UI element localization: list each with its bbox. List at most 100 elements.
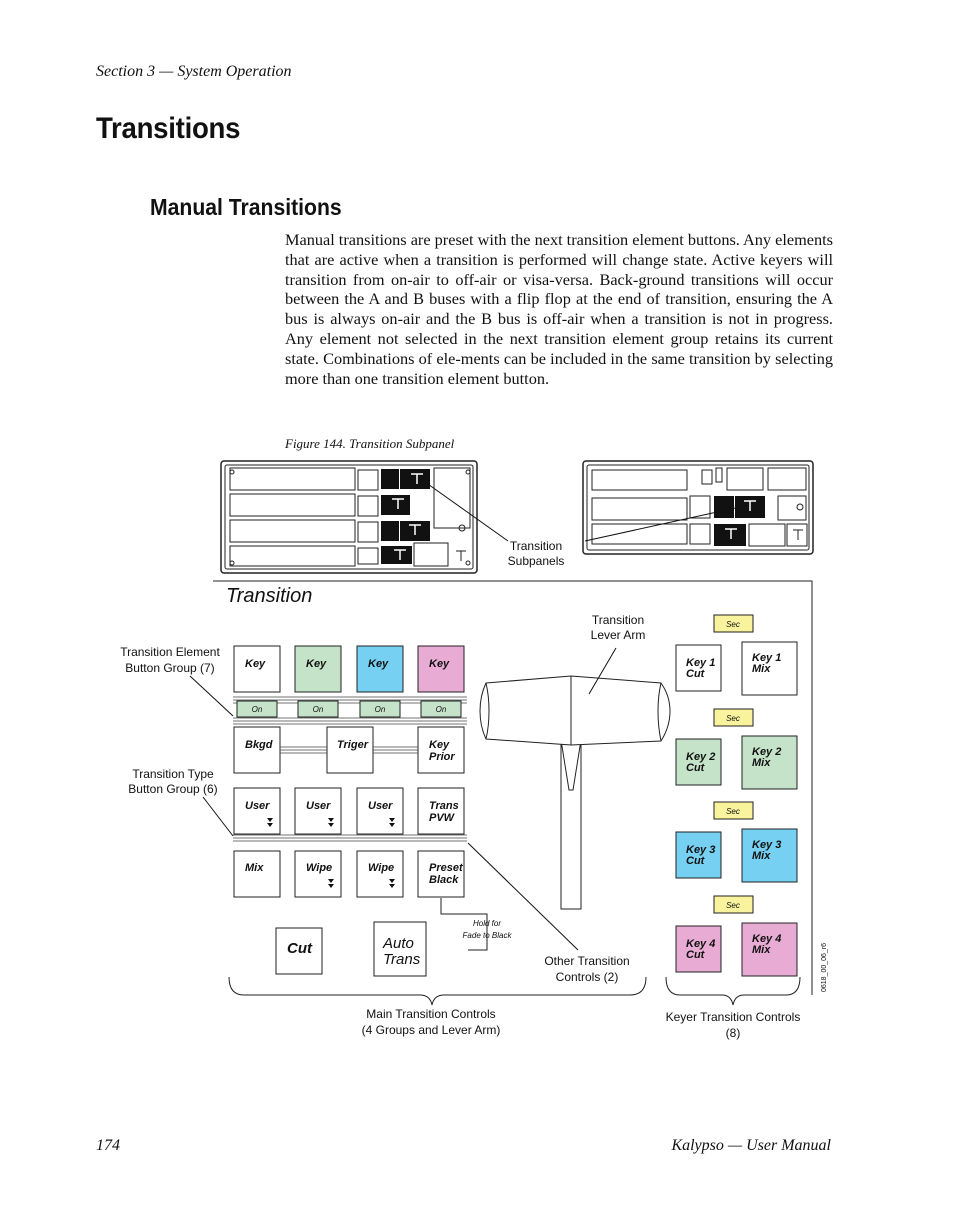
user-label-2: User: [306, 800, 331, 812]
key3-cut-label-2: Cut: [686, 855, 706, 867]
key2-mix-label-1: Key 2: [752, 746, 781, 758]
key3-cut-label-1: Key 3: [686, 844, 715, 856]
sec-indicator-2: [713, 708, 754, 727]
chevron-down-icon: [328, 879, 334, 888]
sec-indicator-1: [713, 614, 754, 633]
manual-title: Kalypso — User Manual: [671, 1137, 831, 1154]
key2-mix-button[interactable]: [741, 735, 798, 790]
on-indicator-2: [297, 700, 339, 718]
key4-mix-button[interactable]: [741, 922, 798, 977]
on-label-3: On: [375, 705, 386, 714]
chevron-down-icon: [389, 818, 395, 827]
callout-type-2: Button Group (6): [128, 782, 217, 796]
panel-title: Transition: [226, 585, 312, 607]
callout-element-1: Transition Element: [120, 645, 220, 659]
user-button-2[interactable]: [294, 787, 342, 835]
callout-main-2: (4 Groups and Lever Arm): [362, 1023, 501, 1037]
key4-cut-button[interactable]: [675, 925, 722, 973]
body-paragraph: Manual transitions are preset with the n…: [285, 230, 834, 388]
callout-other-1: Other Transition: [544, 954, 629, 968]
auto-trans-button[interactable]: [373, 921, 427, 977]
key4-cut-label-2: Cut: [686, 949, 706, 961]
on-label-4: On: [436, 705, 447, 714]
user-label-3: User: [368, 800, 393, 812]
key2-cut-button[interactable]: [675, 738, 722, 786]
callout-other-2: Controls (2): [556, 970, 619, 984]
sec-label-3: Sec: [726, 807, 740, 816]
callout-keyer-1: Keyer Transition Controls: [666, 1010, 801, 1024]
user-button-1[interactable]: [233, 787, 281, 835]
key-prior-label-2: Prior: [429, 751, 455, 763]
user-button-3[interactable]: [356, 787, 404, 835]
chevron-down-icon: [389, 879, 395, 888]
key1-mix-label-2: Mix: [752, 663, 771, 675]
hold-label-2: Fade to Black: [463, 931, 513, 940]
panel-overview-right: [582, 460, 814, 555]
key-button-2[interactable]: [294, 645, 342, 693]
key2-cut-label-1: Key 2: [686, 751, 715, 763]
key-prior-label-1: Key: [429, 739, 450, 751]
callout-keyer-2: (8): [726, 1026, 741, 1040]
key4-cut-label-1: Key 4: [686, 938, 715, 950]
preset-black-button[interactable]: [417, 850, 465, 898]
page-number: 174: [96, 1137, 120, 1154]
page-title: Transitions: [96, 112, 241, 145]
sec-label-1: Sec: [726, 620, 740, 629]
sec-label-4: Sec: [726, 901, 740, 910]
chevron-down-icon: [328, 818, 334, 827]
figure-caption: Figure 144. Transition Subpanel: [285, 436, 455, 451]
panel-overview-left: [220, 460, 478, 574]
chevron-down-icon: [267, 818, 273, 827]
lever-arm[interactable]: [479, 675, 671, 910]
key-prior-button[interactable]: [417, 726, 465, 774]
callout-main-1: Main Transition Controls: [366, 1007, 495, 1021]
sec-indicator-4: [713, 895, 754, 914]
trans-pvw-button[interactable]: [417, 787, 465, 835]
key-button-3[interactable]: [356, 645, 404, 693]
key-label-1: Key: [245, 658, 266, 670]
triger-button[interactable]: [326, 726, 374, 774]
callout-type-1: Transition Type: [132, 767, 214, 781]
on-indicator-4: [420, 700, 462, 718]
wipe-label-1: Wipe: [306, 862, 332, 874]
hold-label-1: Hold for: [473, 919, 501, 928]
section-title: Manual Transitions: [150, 194, 342, 220]
preset-black-label-1: Preset: [429, 862, 464, 874]
sec-indicator-3: [713, 801, 754, 820]
key4-mix-label-1: Key 4: [752, 933, 781, 945]
sec-label-2: Sec: [726, 714, 740, 723]
trans-pvw-label-1: Trans: [429, 800, 459, 812]
key2-cut-label-2: Cut: [686, 762, 706, 774]
cut-label: Cut: [287, 940, 313, 957]
on-indicator-3: [359, 700, 401, 718]
callout-subpanels-2: Subpanels: [508, 554, 565, 568]
on-label-2: On: [313, 705, 324, 714]
callout-lever-1: Transition: [592, 613, 644, 627]
cut-button[interactable]: [275, 927, 323, 975]
key-label-4: Key: [429, 658, 450, 670]
key3-cut-button[interactable]: [675, 831, 722, 879]
on-indicator-1: [236, 700, 278, 718]
key-button-4[interactable]: [417, 645, 465, 693]
user-label-1: User: [245, 800, 270, 812]
key1-mix-button[interactable]: [741, 641, 798, 696]
wipe-button-2[interactable]: [356, 850, 404, 898]
auto-trans-label-2: Trans: [383, 951, 421, 968]
key1-cut-button[interactable]: [675, 644, 722, 692]
key3-mix-button[interactable]: [741, 828, 798, 883]
preset-black-label-2: Black: [429, 874, 459, 886]
mix-button[interactable]: [233, 850, 281, 898]
on-label-1: On: [252, 705, 263, 714]
key-label-2: Key: [306, 658, 327, 670]
wipe-button-1[interactable]: [294, 850, 342, 898]
auto-trans-label-1: Auto: [382, 935, 414, 952]
bkgd-button[interactable]: [233, 726, 281, 774]
section-header: Section 3 — System Operation: [96, 63, 292, 80]
figure-code: 0618_00_06_r6: [821, 943, 828, 992]
key4-mix-label-2: Mix: [752, 944, 771, 956]
key-button-1[interactable]: [233, 645, 281, 693]
wipe-label-2: Wipe: [368, 862, 394, 874]
mix-label: Mix: [245, 862, 264, 874]
callout-lever-2: Lever Arm: [591, 628, 646, 642]
